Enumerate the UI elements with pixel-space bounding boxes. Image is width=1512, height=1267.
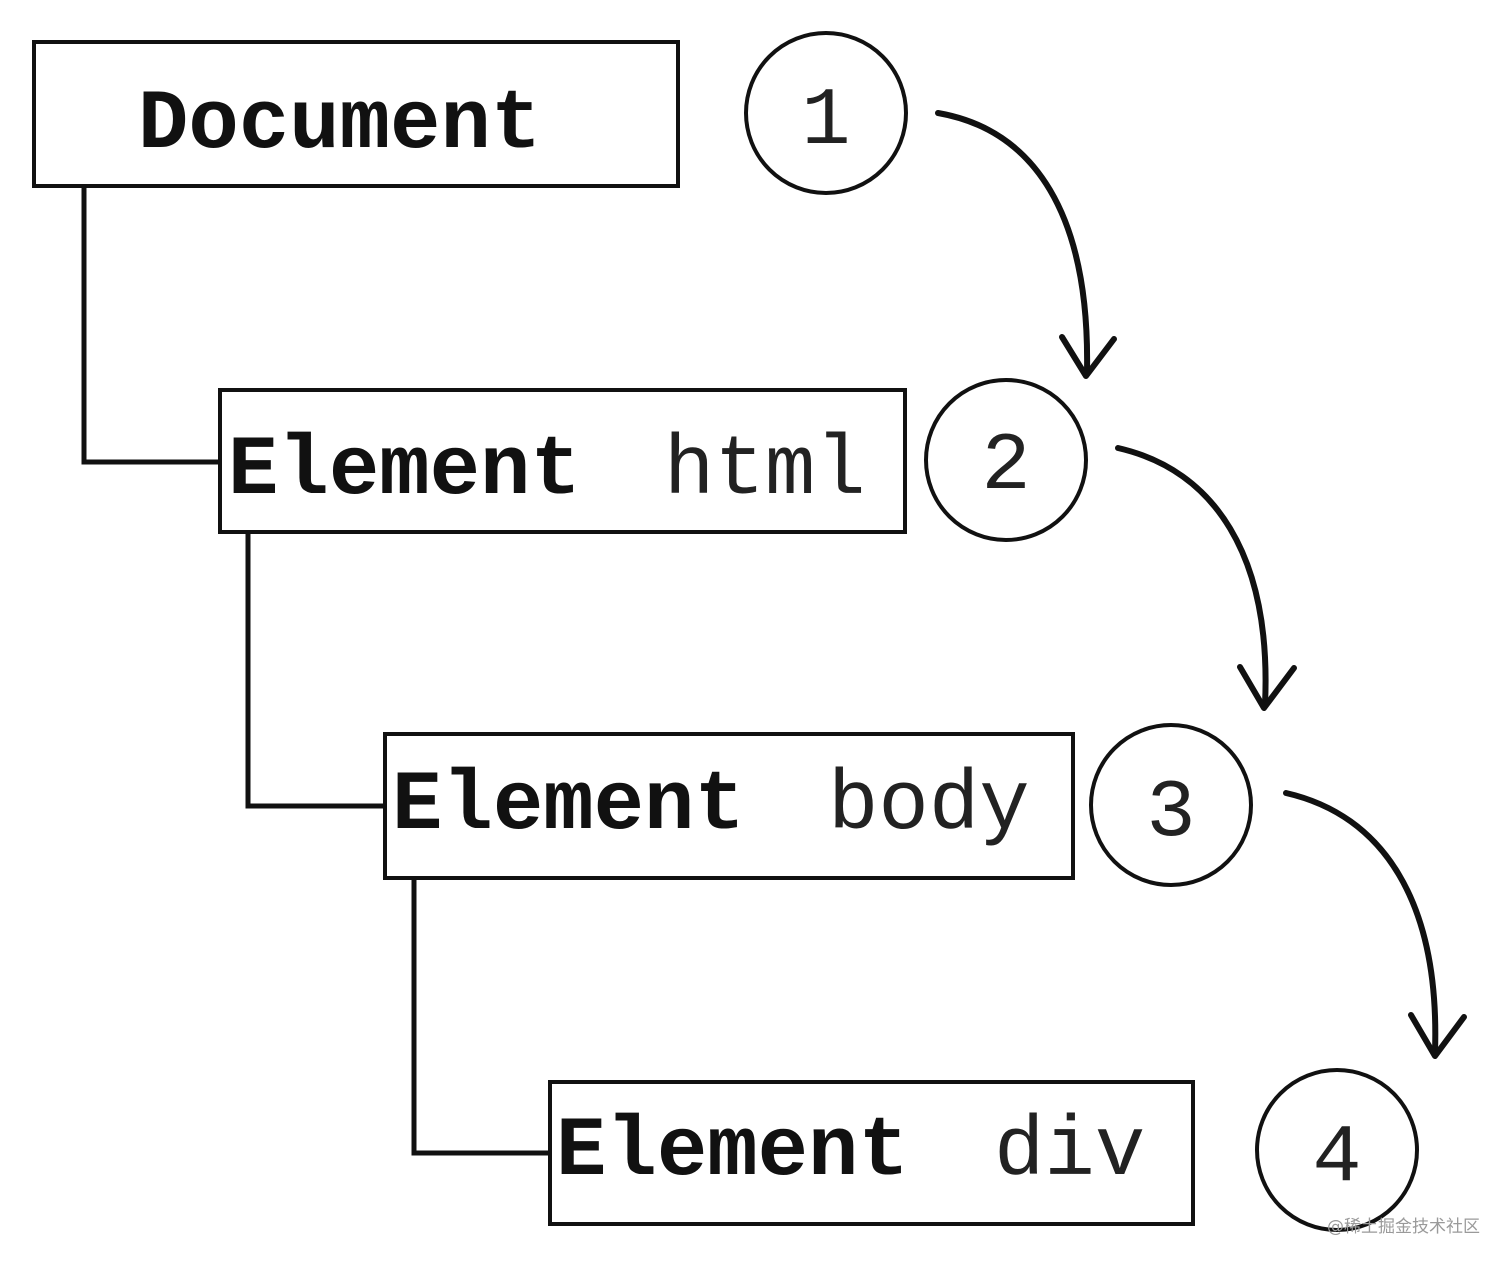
node-body: Element body <box>383 732 1075 880</box>
node-div-box <box>548 1080 1195 1226</box>
step-1: 1 <box>744 31 908 195</box>
node-html-type: Element <box>228 424 581 519</box>
connector-html-body <box>245 532 385 809</box>
arrow-1-to-2-head <box>1059 334 1117 379</box>
node-document: Document <box>32 40 680 188</box>
node-div-type: Element <box>556 1105 909 1200</box>
step-2-circle <box>924 378 1088 542</box>
step-3-circle <box>1089 723 1253 887</box>
node-div: Element div <box>548 1080 1195 1226</box>
node-div-name: div <box>994 1105 1145 1200</box>
node-body-name: body <box>828 759 1030 854</box>
node-html: Element html <box>218 388 907 534</box>
connector-document-html <box>81 186 220 465</box>
step-4-circle <box>1255 1068 1419 1232</box>
arrow-3-to-4-head <box>1408 1012 1467 1059</box>
step-1-label: 1 <box>801 75 850 168</box>
step-3-label: 3 <box>1146 767 1195 860</box>
step-1-circle <box>744 31 908 195</box>
node-document-box <box>32 40 680 188</box>
step-3: 3 <box>1089 723 1253 887</box>
watermark: @稀土掘金技术社区 <box>1327 1217 1480 1237</box>
step-2-label: 2 <box>981 420 1030 513</box>
node-body-box <box>383 732 1075 880</box>
connector-body-div <box>411 878 550 1156</box>
step-4-label: 4 <box>1312 1112 1361 1205</box>
node-html-box <box>218 388 907 534</box>
arrow-1-to-2 <box>935 110 1117 379</box>
node-html-name: html <box>664 424 866 519</box>
arrow-3-to-4-curve <box>1283 790 1439 1055</box>
arrow-2-to-3-curve <box>1115 445 1269 708</box>
step-4: 4 <box>1255 1068 1419 1232</box>
node-body-type: Element <box>392 759 745 854</box>
arrow-3-to-4 <box>1283 790 1467 1059</box>
arrow-2-to-3 <box>1115 445 1297 711</box>
arrow-2-to-3-head <box>1237 664 1297 711</box>
node-document-type: Document <box>138 78 541 173</box>
step-2: 2 <box>924 378 1088 542</box>
arrow-1-to-2-curve <box>935 110 1091 375</box>
